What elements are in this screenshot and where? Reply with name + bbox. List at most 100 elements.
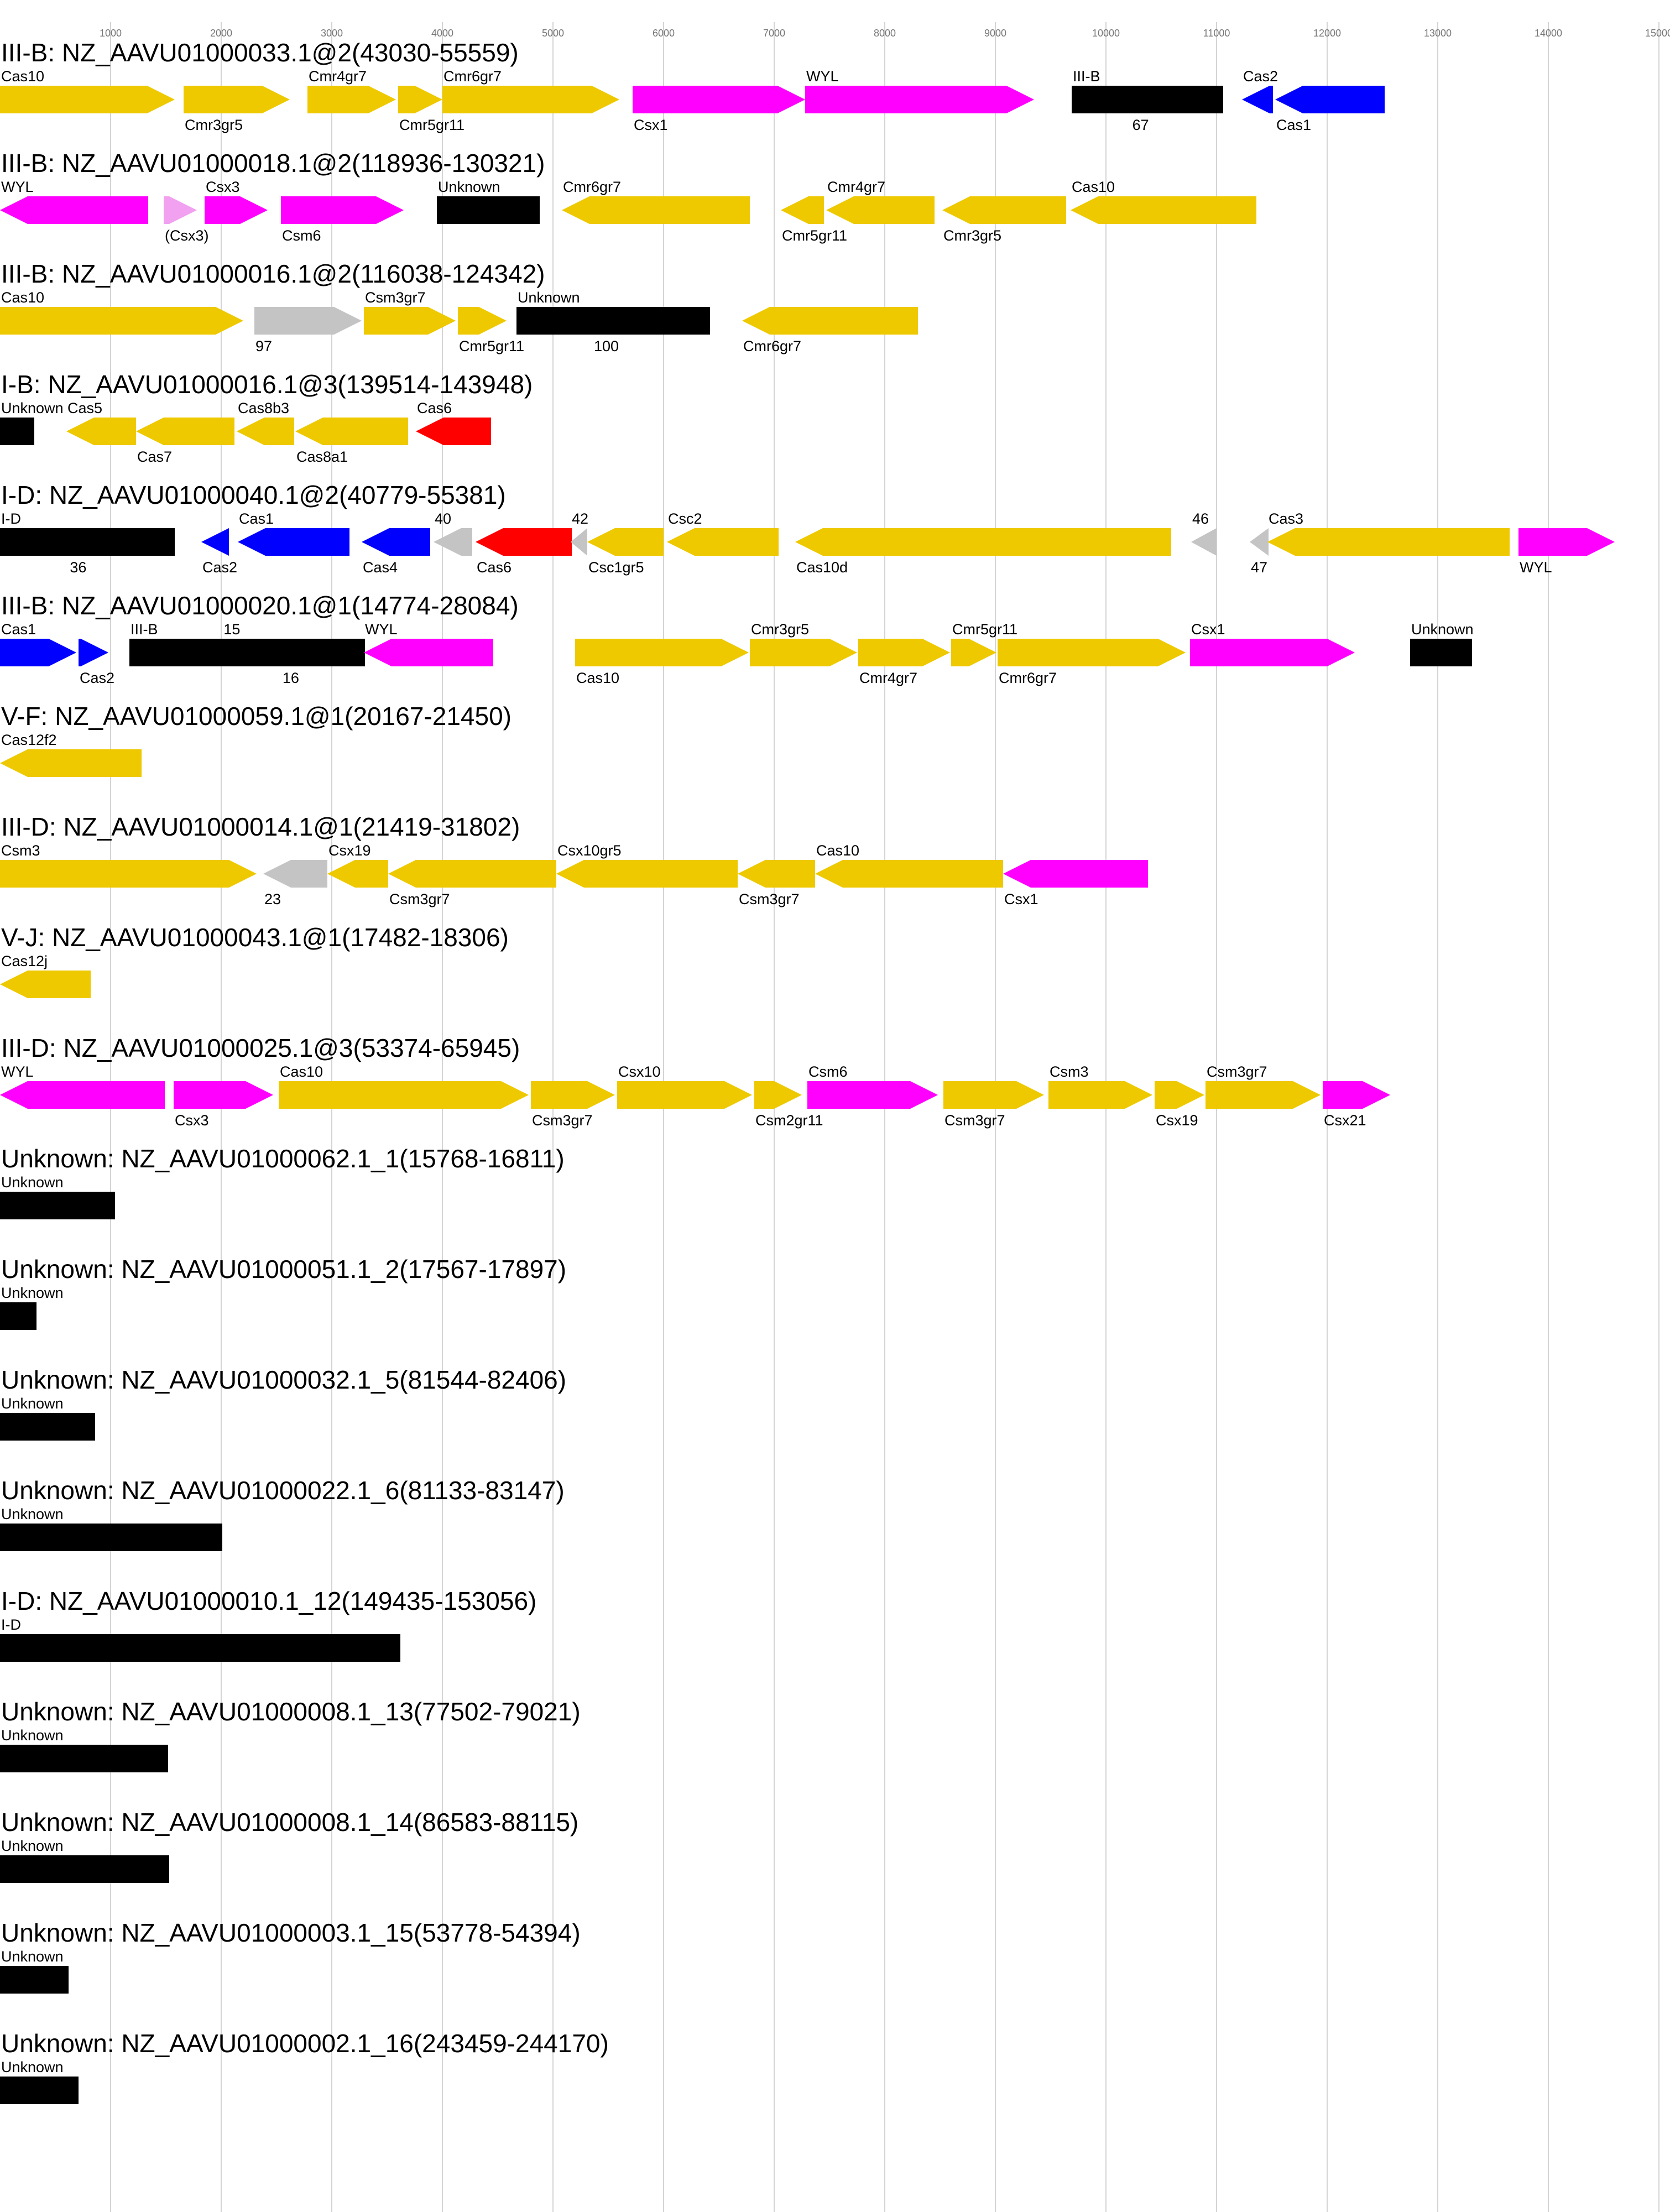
gene-arrow[interactable] xyxy=(1323,1081,1390,1109)
gene-label: Cas10 xyxy=(1,68,44,85)
gene-arrow[interactable] xyxy=(295,418,408,445)
gene-arrow[interactable] xyxy=(0,418,34,445)
gene-arrow[interactable] xyxy=(815,860,1003,888)
gene-arrow[interactable] xyxy=(1003,860,1148,888)
gene-arrow[interactable] xyxy=(0,1413,95,1441)
gene-arrow[interactable] xyxy=(805,86,1034,113)
gene-arrow[interactable] xyxy=(1048,1081,1152,1109)
gene-arrow[interactable] xyxy=(1190,639,1355,666)
gene-arrow[interactable] xyxy=(437,196,540,224)
tick-label: 7000 xyxy=(763,28,785,39)
tick-label: 12000 xyxy=(1313,28,1341,39)
gene-arrow[interactable] xyxy=(998,639,1186,666)
gene-arrow[interactable] xyxy=(750,639,857,666)
gene-arrow[interactable] xyxy=(0,528,175,556)
gene-arrow[interactable] xyxy=(327,860,388,888)
gene-arrow[interactable] xyxy=(556,860,738,888)
gene-label: Unknown xyxy=(1411,621,1474,638)
gene-arrow[interactable] xyxy=(1250,528,1269,556)
gene-arrow[interactable] xyxy=(575,639,749,666)
gene-arrow[interactable] xyxy=(237,418,294,445)
gene-arrow[interactable] xyxy=(617,1081,752,1109)
gene-arrow[interactable] xyxy=(476,528,572,556)
gene-arrow[interactable] xyxy=(1242,86,1273,113)
gene-arrow[interactable] xyxy=(442,86,619,113)
gene-arrow[interactable] xyxy=(1072,86,1223,113)
gene-arrow[interactable] xyxy=(0,196,148,224)
gene-arrow[interactable] xyxy=(587,528,664,556)
gene-arrow[interactable] xyxy=(364,639,493,666)
gene-arrow[interactable] xyxy=(164,196,197,224)
gene-arrow[interactable] xyxy=(1155,1081,1204,1109)
gene-arrow[interactable] xyxy=(254,307,362,335)
gene-label: Cmr5gr11 xyxy=(952,621,1017,638)
gene-arrow[interactable] xyxy=(434,528,472,556)
gene-arrow[interactable] xyxy=(667,528,779,556)
gene-row: Cas10Cmr3gr5Cmr4gr7Cmr5gr11Cmr6gr7Csx1WY… xyxy=(0,68,1385,133)
gene-arrow[interactable] xyxy=(364,307,456,335)
gene-arrow[interactable] xyxy=(0,1302,36,1330)
gene-arrow[interactable] xyxy=(1275,86,1385,113)
gene-arrow[interactable] xyxy=(0,860,257,888)
gene-arrow[interactable] xyxy=(807,1081,938,1109)
track-title: Unknown: NZ_AAVU01000008.1_13(77502-7902… xyxy=(1,1697,581,1726)
gene-arrow[interactable] xyxy=(754,1081,802,1109)
gene-arrow[interactable] xyxy=(1071,196,1256,224)
gene-arrow[interactable] xyxy=(1267,528,1510,556)
gene-arrow[interactable] xyxy=(0,971,91,998)
gene-arrow[interactable] xyxy=(416,418,491,445)
gene-arrow[interactable] xyxy=(0,1855,169,1883)
gene-arrow[interactable] xyxy=(0,1081,165,1109)
gene-label: I-D xyxy=(1,510,21,527)
gene-arrow[interactable] xyxy=(516,307,710,335)
gene-arrow[interactable] xyxy=(0,86,175,113)
gene-arrow[interactable] xyxy=(795,528,1171,556)
gene-arrow[interactable] xyxy=(0,2077,79,2104)
gene-arrow[interactable] xyxy=(388,860,556,888)
gene-arrow[interactable] xyxy=(79,639,108,666)
gene-arrow[interactable] xyxy=(951,639,996,666)
gene-arrow[interactable] xyxy=(1410,639,1472,666)
gene-arrow[interactable] xyxy=(0,1966,69,1994)
gene-arrow[interactable] xyxy=(0,1745,168,1772)
gene-arrow[interactable] xyxy=(307,86,396,113)
gene-arrow[interactable] xyxy=(0,1192,115,1219)
gene-arrow[interactable] xyxy=(1518,528,1615,556)
gene-arrow[interactable] xyxy=(281,196,404,224)
gene-arrow[interactable] xyxy=(66,418,136,445)
gene-arrow[interactable] xyxy=(398,86,442,113)
gene-arrow[interactable] xyxy=(279,1081,529,1109)
gene-arrow[interactable] xyxy=(136,418,234,445)
gene-arrow[interactable] xyxy=(531,1081,615,1109)
gene-arrow[interactable] xyxy=(184,86,290,113)
gene-arrow[interactable] xyxy=(205,196,268,224)
track-title: Unknown: NZ_AAVU01000002.1_16(243459-244… xyxy=(1,2029,609,2058)
gene-arrow[interactable] xyxy=(738,860,815,888)
gene-arrow[interactable] xyxy=(129,639,365,666)
gene-arrow[interactable] xyxy=(0,1634,400,1662)
gene-arrow[interactable] xyxy=(362,528,430,556)
gene-arrow[interactable] xyxy=(0,307,243,335)
gene-arrow[interactable] xyxy=(0,1524,222,1551)
gene-arrow[interactable] xyxy=(238,528,349,556)
gene-arrow[interactable] xyxy=(826,196,935,224)
gene-arrow[interactable] xyxy=(562,196,750,224)
gene-arrow[interactable] xyxy=(1191,528,1217,556)
gene-label: Cas8a1 xyxy=(296,448,348,465)
gene-arrow[interactable] xyxy=(781,196,824,224)
gene-arrow[interactable] xyxy=(942,196,1066,224)
gene-arrow[interactable] xyxy=(263,860,327,888)
gene-arrow[interactable] xyxy=(858,639,950,666)
gene-arrow[interactable] xyxy=(571,528,587,556)
gene-arrow[interactable] xyxy=(742,307,918,335)
gene-arrow[interactable] xyxy=(0,749,142,777)
gene-arrow[interactable] xyxy=(0,639,76,666)
gene-arrow[interactable] xyxy=(1205,1081,1321,1109)
gene-arrow[interactable] xyxy=(458,307,507,335)
gene-arrow[interactable] xyxy=(174,1081,273,1109)
gene-arrow[interactable] xyxy=(201,528,229,556)
gene-arrow[interactable] xyxy=(943,1081,1044,1109)
gene-arrow[interactable] xyxy=(633,86,805,113)
